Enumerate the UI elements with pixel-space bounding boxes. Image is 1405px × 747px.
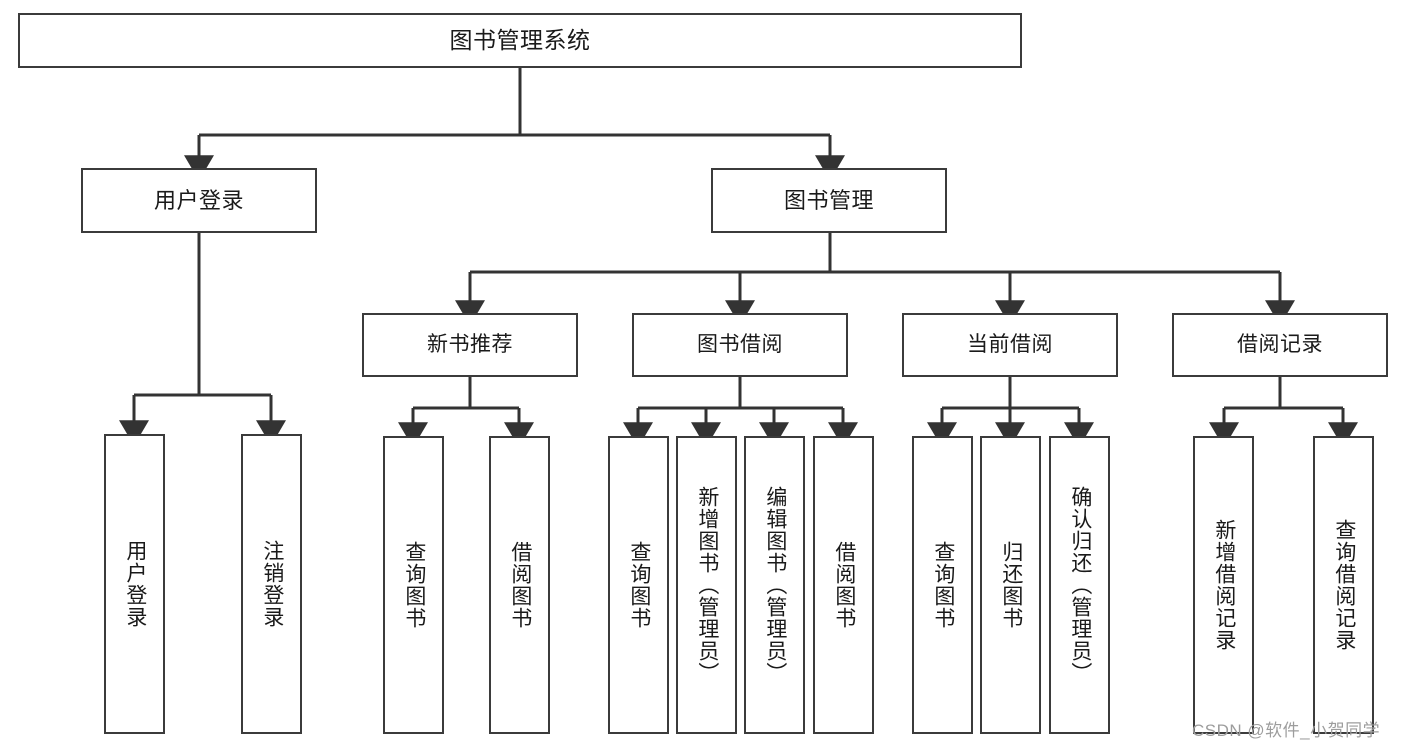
leaf-query-book-recommend[interactable]: 查询图书 [383, 436, 444, 734]
node-label: 图书管理 [783, 187, 874, 213]
node-label: 确认归还（管理员） [1068, 486, 1092, 684]
node-label: 新增图书（管理员） [695, 486, 719, 684]
node-label: 注销登录 [260, 540, 284, 628]
node-label: 图书管理系统 [449, 27, 591, 54]
leaf-query-book-current[interactable]: 查询图书 [912, 436, 973, 734]
node-label: 借阅记录 [1237, 332, 1323, 356]
leaf-confirm-return-admin[interactable]: 确认归还（管理员） [1049, 436, 1110, 734]
node-book-borrow[interactable]: 图书借阅 [632, 313, 848, 377]
node-user-login[interactable]: 用户登录 [81, 168, 317, 233]
leaf-return-book[interactable]: 归还图书 [980, 436, 1041, 734]
node-label: 归还图书 [999, 541, 1023, 629]
node-label: 借阅图书 [832, 541, 856, 629]
leaf-add-book-admin[interactable]: 新增图书（管理员） [676, 436, 737, 734]
node-label: 查询图书 [402, 541, 426, 629]
node-root-book-management-system[interactable]: 图书管理系统 [18, 13, 1022, 68]
leaf-add-borrow-record[interactable]: 新增借阅记录 [1193, 436, 1254, 734]
node-current-borrow[interactable]: 当前借阅 [902, 313, 1118, 377]
leaf-edit-book-admin[interactable]: 编辑图书（管理员） [744, 436, 805, 734]
csdn-watermark: CSDN @软件_小贺同学 [1192, 721, 1381, 740]
leaf-borrow-book-recommend[interactable]: 借阅图书 [489, 436, 550, 734]
node-book-management[interactable]: 图书管理 [711, 168, 947, 233]
node-borrow-record[interactable]: 借阅记录 [1172, 313, 1388, 377]
node-new-book-recommend[interactable]: 新书推荐 [362, 313, 578, 377]
node-label: 新增借阅记录 [1212, 519, 1236, 651]
node-label: 新书推荐 [427, 332, 513, 356]
node-label: 查询借阅记录 [1332, 519, 1356, 651]
node-label: 查询图书 [931, 541, 955, 629]
node-label: 查询图书 [627, 541, 651, 629]
node-label: 图书借阅 [697, 332, 783, 356]
leaf-logout-login[interactable]: 注销登录 [241, 434, 302, 734]
node-label: 用户登录 [153, 187, 244, 213]
node-label: 编辑图书（管理员） [763, 486, 787, 684]
leaf-query-borrow-record[interactable]: 查询借阅记录 [1313, 436, 1374, 734]
leaf-user-login[interactable]: 用户登录 [104, 434, 165, 734]
node-label: 借阅图书 [508, 541, 532, 629]
node-label: 当前借阅 [967, 332, 1053, 356]
node-label: 用户登录 [123, 540, 147, 628]
leaf-borrow-book[interactable]: 借阅图书 [813, 436, 874, 734]
leaf-query-book-borrow[interactable]: 查询图书 [608, 436, 669, 734]
